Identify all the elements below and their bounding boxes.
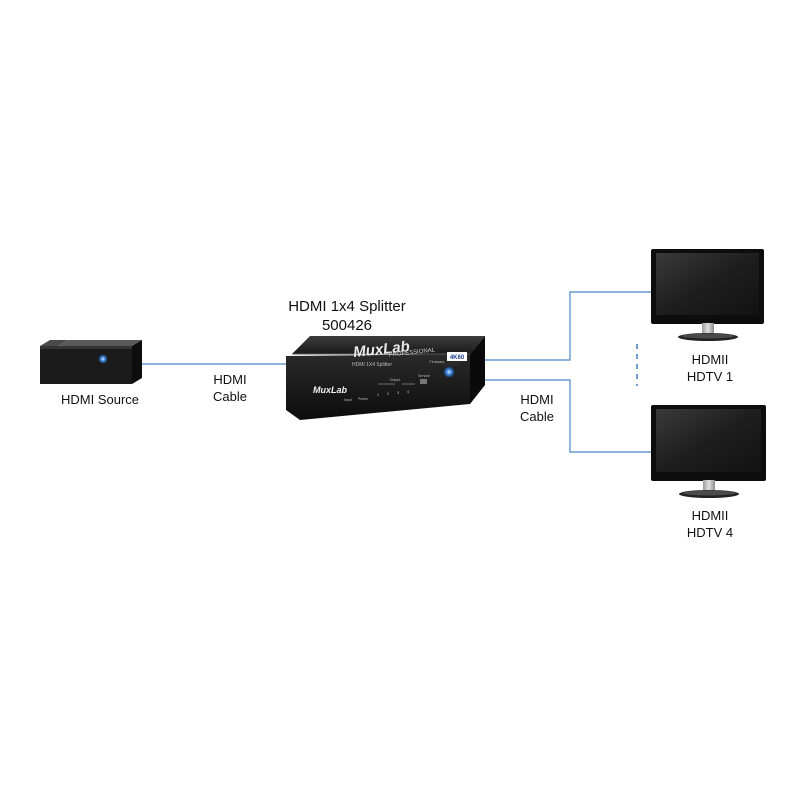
splitter-model-line: 500426	[321, 317, 373, 334]
splitter-title: HDMI 1x4 Splitter 500426	[262, 297, 432, 335]
hdtv-1-label-line1: HDMII	[691, 352, 729, 367]
firmware-button-icon	[443, 366, 455, 378]
hdmi-source-label: HDMI Source	[60, 392, 140, 407]
cable-splitter-to-hdtv-1	[484, 291, 655, 361]
front-label-power: Power	[358, 397, 369, 401]
cable-label-input: HDMI Cable	[200, 371, 260, 405]
badge-4k60	[447, 352, 467, 361]
front-label-input: Input	[344, 398, 352, 402]
hdmi-source-device	[40, 340, 142, 384]
cable-label-line1: HDMI	[520, 392, 554, 407]
port-number-3: 3	[397, 390, 400, 395]
port-number-1: 1	[377, 392, 380, 397]
hdtv-4-label-line2: HDTV 4	[686, 525, 734, 540]
hdtv-1-label: HDMII HDTV 1	[670, 351, 750, 385]
hdtv-1-monitor	[651, 249, 764, 341]
cable-label-output: HDMI Cable	[507, 391, 567, 425]
front-label-firmware: Firmware	[430, 360, 445, 364]
hdtv-4-label-line1: HDMII	[691, 508, 729, 523]
hdtv-1-label-line2: HDTV 1	[686, 369, 734, 384]
front-label-output: Output	[390, 378, 401, 382]
port-number-4: 4	[407, 389, 410, 394]
splitter-title-line: HDMI 1x4 Splitter	[288, 298, 406, 315]
splitter-device: 4K60 MuxLab PROFESSIONAL HDMI 1X4 Splitt…	[286, 336, 485, 420]
front-label-service: Service	[418, 374, 430, 378]
cable-label-line1: HDMI	[213, 372, 247, 387]
brand-logo-top: MuxLab	[352, 338, 410, 361]
port-number-2: 2	[387, 391, 390, 396]
panel-text: HDMI 1X4 Splitter	[352, 362, 392, 368]
brand-logo-front: MuxLab	[313, 385, 348, 395]
power-led-icon	[98, 354, 108, 364]
badge-text: 4K60	[450, 355, 465, 361]
cable-label-line2: Cable	[520, 409, 554, 424]
hdtv-4-label: HDMII HDTV 4	[670, 507, 750, 541]
brand-sub-top: PROFESSIONAL	[388, 348, 436, 359]
cable-splitter-to-hdtv-4	[484, 379, 655, 453]
hdtv-4-monitor	[651, 405, 766, 498]
cable-lines	[142, 291, 655, 453]
cable-label-line2: Cable	[213, 389, 247, 404]
